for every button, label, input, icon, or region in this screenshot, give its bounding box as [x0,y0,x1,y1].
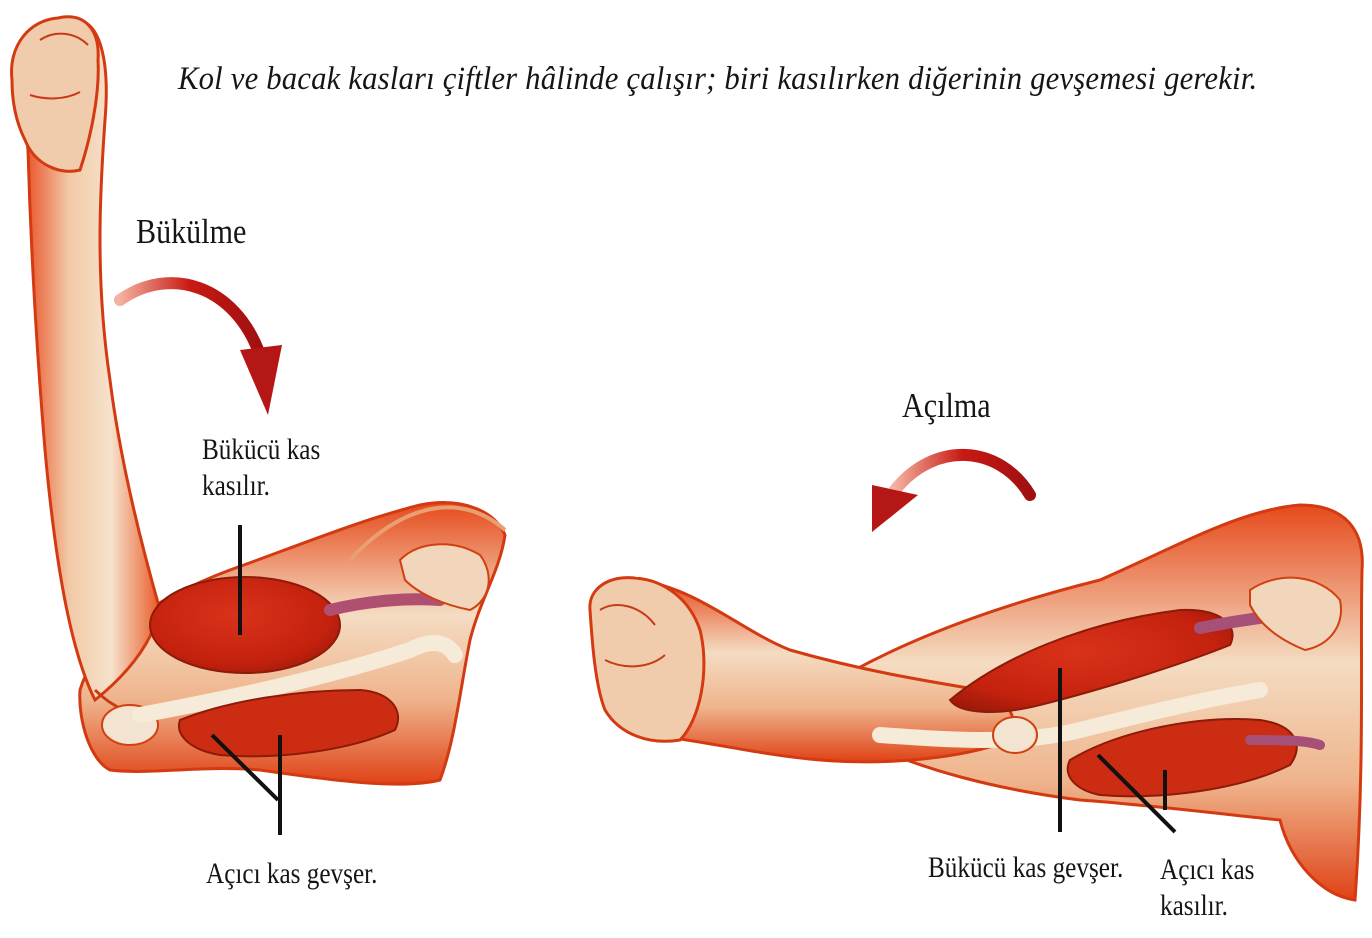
flexed-arm [12,17,505,784]
flexor-contracted-label: Bükücü kas kasılır. [202,432,320,504]
extended-arm [590,505,1362,900]
figure-caption: Kol ve bacak kasları çiftler hâlinde çal… [178,62,1257,97]
flexion-title: Bükülme [136,214,246,251]
curved-arrow-down-icon [120,283,282,415]
extensor-contracted-label: Açıcı kas kasılır. [1160,852,1254,924]
extensor-relaxed-label: Açıcı kas gevşer. [206,858,377,890]
extension-title: Açılma [902,388,991,425]
curved-arrow-left-icon [872,455,1030,532]
flexed-fist [12,17,99,171]
flexor-muscle-contracted [150,577,340,673]
flexor-relaxed-label: Bükücü kas gevşer. [928,852,1123,884]
